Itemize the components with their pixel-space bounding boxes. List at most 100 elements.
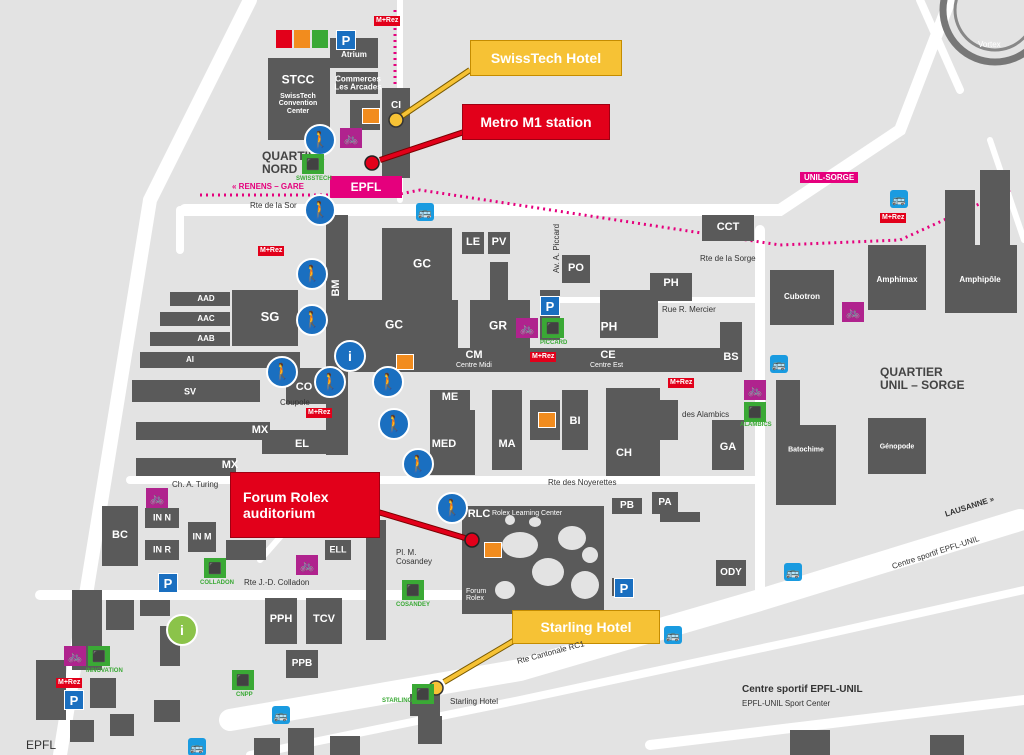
building-po[interactable]: PO: [568, 262, 584, 275]
building-tcv[interactable]: TCV: [313, 613, 335, 626]
building-bi[interactable]: BI: [569, 415, 581, 428]
building-inr[interactable]: IN R: [153, 544, 171, 555]
building-ch[interactable]: CH: [616, 447, 632, 460]
metro-sign: M+Rez: [56, 678, 83, 688]
pedestrian-icon: 🚶: [266, 356, 298, 388]
building-bs[interactable]: BS: [723, 351, 739, 364]
transport-icons: [276, 30, 332, 48]
bus-icon: 🚌: [416, 203, 434, 221]
building-amphimax[interactable]: Amphimax: [876, 274, 918, 284]
bus-icon: [276, 30, 292, 48]
building-cm[interactable]: CM: [465, 349, 483, 362]
building-sv[interactable]: SV: [183, 386, 197, 397]
forum-rolex-callout[interactable]: Forum Rolex auditorium: [230, 472, 380, 538]
colladon-station-label: COLLADON: [200, 580, 234, 586]
renens-gare-label: « RENENS – GARE: [232, 182, 305, 191]
building-pb[interactable]: PB: [620, 499, 634, 511]
building-bc[interactable]: BC: [112, 529, 128, 542]
building-gr[interactable]: GR: [489, 318, 507, 333]
building-ell[interactable]: ELL: [329, 544, 347, 555]
starling-hotel-callout[interactable]: Starling Hotel: [512, 610, 660, 644]
forum-rolex-bldg-label: Forum Rolex: [466, 588, 487, 602]
epfl-metro-station[interactable]: EPFL: [330, 176, 402, 198]
bike-share-icon: ⬛: [402, 580, 424, 600]
building-genopode[interactable]: Génopode: [879, 443, 915, 451]
building-bm[interactable]: BM: [330, 279, 343, 297]
bike-icon: 🚲: [146, 488, 168, 508]
sport-center-label: EPFL-UNIL Sport Center: [742, 699, 831, 708]
bike-share-icon: ⬛: [88, 646, 110, 666]
metro-sign: M+Rez: [668, 378, 695, 388]
building-inm[interactable]: IN M: [192, 531, 212, 542]
building-ma[interactable]: MA: [498, 438, 516, 451]
building-ody[interactable]: ODY: [720, 566, 742, 578]
building-sg[interactable]: SG: [260, 309, 280, 325]
building-mx[interactable]: MX: [251, 424, 269, 437]
building-ci[interactable]: CI: [391, 99, 401, 111]
rte-colladon-label: Rte J.-D. Colladon: [244, 578, 310, 587]
bike-icon: 🚲: [64, 646, 86, 666]
coupole-label: Coupole: [280, 398, 310, 407]
building-inn[interactable]: IN N: [153, 512, 171, 523]
building-aad[interactable]: AAD: [197, 293, 215, 303]
building-el[interactable]: EL: [294, 438, 310, 451]
building-stcc-subtitle: SwissTech Convention Center: [278, 92, 318, 115]
callout-arrows: [377, 67, 517, 685]
building-commerces[interactable]: Commerces Les Arcades: [334, 74, 382, 92]
starling-bldg-label: Starling Hotel: [450, 697, 499, 706]
bike-share-icon: ⬛: [412, 684, 434, 704]
swisstech-hotel-callout[interactable]: SwissTech Hotel: [470, 40, 622, 76]
building-aab[interactable]: AAB: [197, 333, 215, 343]
centre-midi-label: Centre Midi: [456, 362, 492, 369]
building-cct[interactable]: CCT: [716, 221, 740, 234]
metro-sign: M+Rez: [258, 246, 285, 256]
centre-sportif-label: Centre sportif EPFL-UNIL: [742, 684, 863, 695]
building-aac[interactable]: AAC: [197, 313, 215, 323]
building-ce[interactable]: CE: [600, 349, 616, 362]
bus-icon: 🚌: [664, 626, 682, 644]
building-le[interactable]: LE: [465, 236, 481, 249]
building-ppb[interactable]: PPB: [291, 657, 313, 669]
cosandey-station-label: COSANDEY: [396, 602, 431, 608]
metro-station-marker: [364, 155, 380, 171]
building-batochime[interactable]: Batochime: [788, 446, 824, 454]
centre-est-label: Centre Est: [590, 362, 624, 369]
bus-icon: 🚌: [188, 738, 206, 755]
building-ga[interactable]: GA: [719, 441, 737, 454]
building-pa[interactable]: PA: [658, 496, 672, 508]
building-cubotron[interactable]: Cubotron: [784, 291, 820, 301]
building-gc[interactable]: GC: [413, 256, 431, 271]
building-mx-south[interactable]: MX: [221, 459, 239, 472]
pedestrian-icon: 🚶: [372, 366, 404, 398]
building-med[interactable]: MED: [431, 438, 457, 451]
building-amphipole[interactable]: Amphipôle: [959, 274, 1001, 284]
bike-icon: 🚲: [340, 128, 362, 148]
building-stcc[interactable]: STCC: [281, 72, 315, 87]
building-vortex[interactable]: Vortex: [978, 40, 1001, 49]
alambics-label: des Alambics: [682, 410, 730, 419]
epfl-bottom-label: EPFL: [26, 738, 57, 752]
building-ph-north[interactable]: PH: [663, 277, 679, 290]
bus-icon: 🚌: [784, 563, 802, 581]
building-ai[interactable]: AI: [186, 354, 194, 364]
bike-share-icon: ⬛: [232, 670, 254, 690]
parking-icon: P: [158, 573, 178, 593]
cnpp-station-label: CNPP: [236, 692, 253, 698]
building-me[interactable]: ME: [441, 391, 459, 404]
metro-station-callout[interactable]: Metro M1 station: [462, 104, 610, 140]
building-atrium[interactable]: Atrium: [341, 49, 367, 59]
pedestrian-icon: 🚶: [304, 124, 336, 156]
building-gc-south[interactable]: GC: [385, 317, 403, 332]
building-pph[interactable]: PPH: [269, 613, 293, 626]
pedestrian-icon: 🚶: [314, 366, 346, 398]
swisstech-station-label: SWISSTECH: [296, 176, 332, 182]
rte-sorge-label: Rte de la Sorge: [700, 254, 756, 263]
building-co[interactable]: CO: [295, 381, 313, 394]
bike-icon: 🚲: [842, 302, 864, 322]
pedestrian-icon: 🚶: [296, 304, 328, 336]
building-rlc[interactable]: RLC: [467, 508, 491, 521]
building-ph[interactable]: PH: [600, 319, 618, 334]
building-pv[interactable]: PV: [491, 236, 507, 249]
pl-cosandey-label: Pl. M. Cosandey: [396, 548, 433, 566]
